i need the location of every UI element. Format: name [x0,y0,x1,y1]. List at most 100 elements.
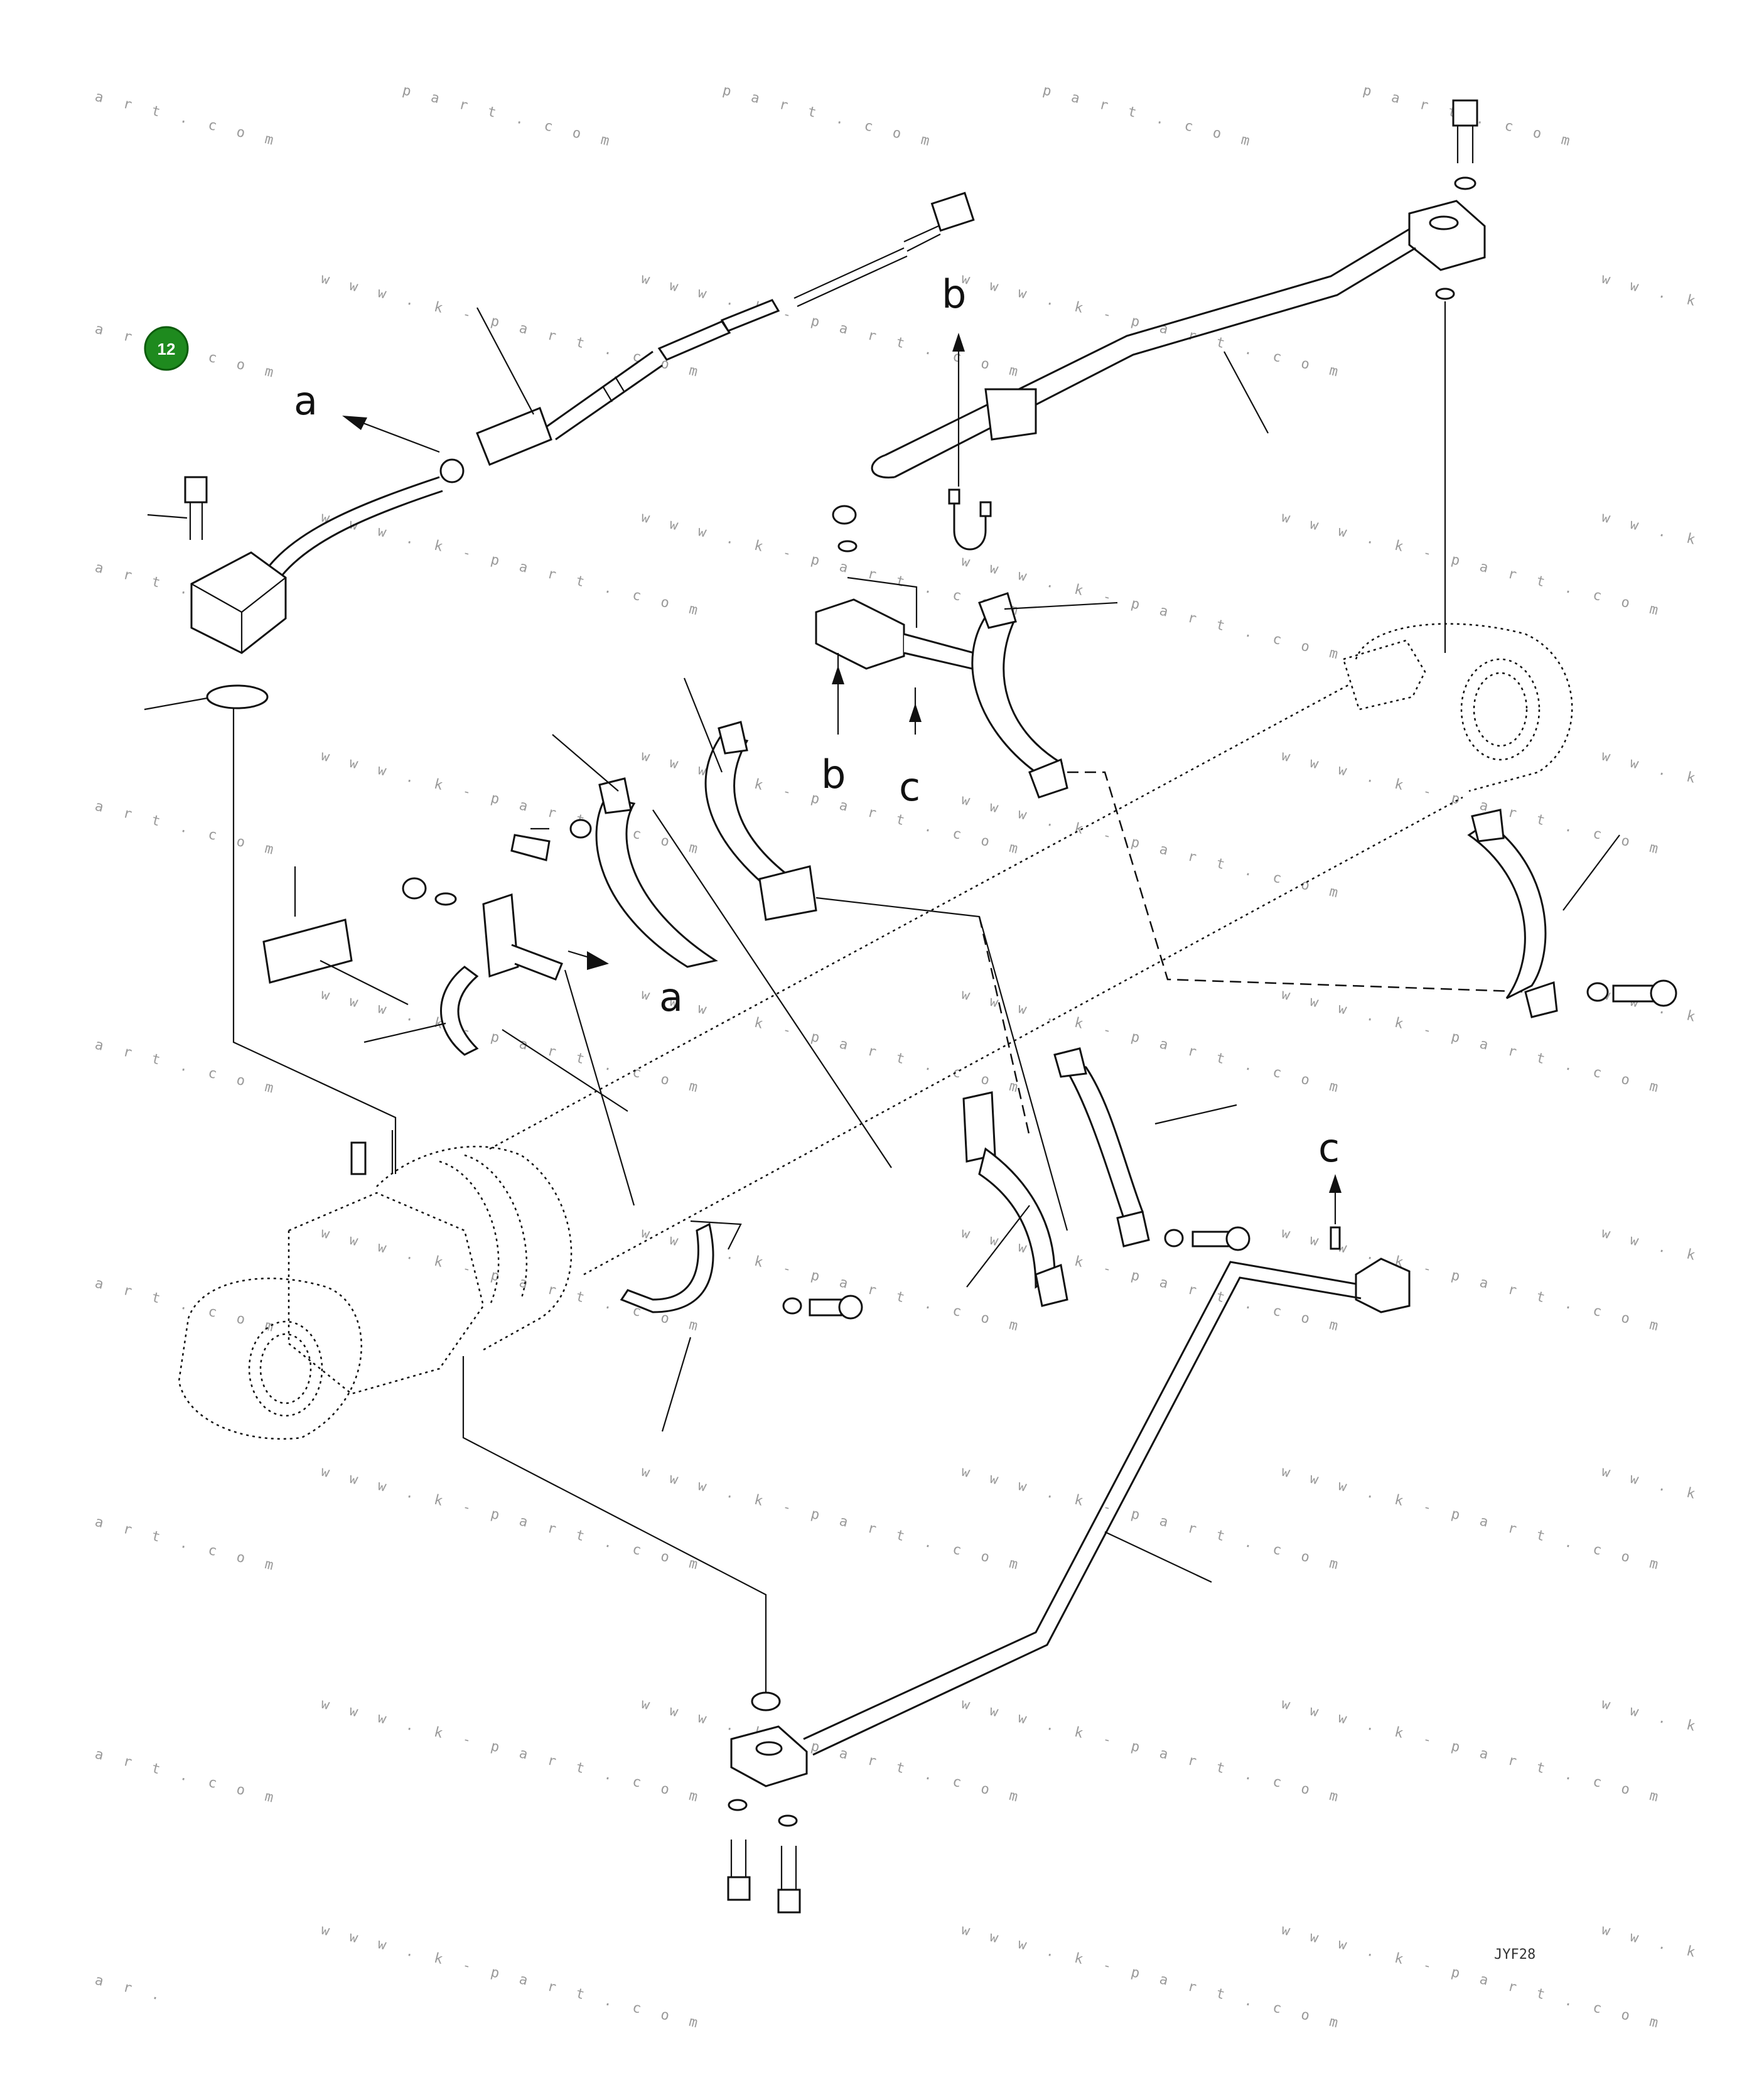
bracket-tab [511,944,563,981]
watermark-fragment: a r t . c o m [94,799,281,859]
clamp-ear [598,777,632,814]
cylinder-head [376,1146,573,1351]
leader-line [144,697,208,711]
clamp-ear [978,592,1017,629]
leader-line [1104,1531,1212,1583]
locating-pin [350,1141,367,1175]
watermark-fragment: a r t . c o m [94,1514,281,1575]
arrow-head [909,703,922,722]
arrow-head [832,665,844,684]
sensor-block-edge [191,577,286,653]
pipe-bracket [984,388,1037,441]
nut [402,877,427,900]
bracket-block [815,598,905,670]
watermark-fragment: w w . k [1600,271,1703,311]
cylinder-tube [489,683,1463,1276]
watermark-fragment: a r t . c o m [94,89,281,150]
watermark-fragment: a r t . c o m [94,1037,281,1098]
valve-block [288,1192,485,1395]
washer [782,1297,802,1315]
o-ring [206,684,269,709]
left-clamp-group: a [262,866,683,1206]
watermark-fragment: p a r t . c o m [401,83,617,151]
leader-line [683,677,723,773]
washer [434,892,457,906]
badge-circle [144,326,189,371]
label-plate [262,919,353,984]
arrow-head [1329,1174,1342,1193]
pipe-bolt-head [1452,99,1478,127]
leader-line [1004,601,1118,610]
callout-a-upper-group: a [294,378,440,453]
clamp-ear [1035,1263,1068,1307]
bracket-plate [962,1091,996,1163]
watermark-fragment: w w . k [1600,1464,1703,1504]
sensor-harness [144,191,975,1174]
bolt-shank [809,1298,842,1317]
clamp-ear [718,721,748,755]
assembly-leader [232,708,397,1174]
watermark-fragment: a r . [94,1973,168,2005]
harness-wire [903,225,941,252]
pipe-end [871,454,895,479]
o-ring-lower [751,1691,781,1711]
badge-label: 12 [158,340,176,358]
clamp-ear [1524,981,1558,1018]
flange-port [1429,215,1459,230]
washer [728,1799,748,1811]
watermark-fragment: p a r t . c o m [721,83,937,151]
pipe-body [803,1261,1362,1756]
bottom-clamp-band [620,1222,714,1313]
leader-line [564,969,635,1206]
rod-eye-outline [1355,623,1573,792]
leader-line [363,1022,628,1112]
dashed-leader [1067,771,1532,993]
watermark-layer: a r t . c o m p a r t . c o m p a r t . … [94,83,1703,2033]
drawing-code: JYF28 [1494,1947,1535,1963]
clamp-ear [1053,1047,1087,1078]
cable-fitting [476,407,552,466]
top-bracket: b c [815,505,1532,993]
bolt-shank [730,1840,747,1877]
item-number-badge[interactable]: 12 [144,326,189,371]
leader-line [294,866,409,1005]
leader-line [552,734,619,792]
bracket-outline [847,576,918,628]
bottom-eye-bore [248,1320,323,1417]
pipe-bolt-shank [1456,126,1474,163]
leader-line [661,1337,692,1432]
washer [569,819,592,839]
cable-clamp [439,458,465,483]
head-ring [464,1154,528,1300]
clamp-tab [690,1220,742,1250]
bolt-shank [1191,1231,1232,1247]
watermark-fragment: w w . k [1600,748,1703,789]
hydraulic-cylinder [178,623,1573,1711]
bolt-head [1225,1226,1250,1251]
pipe-clamp-band [971,611,1063,773]
middle-clamps [510,677,1068,1231]
assembly-leader [462,1356,767,1695]
cylinder-clamp-band [978,1147,1056,1289]
bolt-shank [189,502,203,540]
washer [837,540,858,552]
leader-line [1562,834,1620,911]
sensor-body [657,320,731,361]
arrow-head [952,333,965,352]
watermark-fragment: w w . k [1600,510,1703,550]
arrow-head [587,951,609,970]
bolt-head [838,1295,863,1320]
pipe-flange [1355,1258,1411,1313]
watermark-fragment: w w . k [1600,1226,1703,1266]
bolt [510,834,551,861]
head-ring [439,1160,500,1306]
leader-line [966,1205,1030,1288]
leader-line [1224,351,1269,434]
leader-line [147,514,188,519]
watermark-text: w w w . k - p a r t . c o m [320,1922,706,2033]
callout-b-upper: b [942,271,966,317]
bracket-plate [482,893,519,978]
bolt-shank [780,1846,797,1890]
sensor-block [190,551,287,654]
